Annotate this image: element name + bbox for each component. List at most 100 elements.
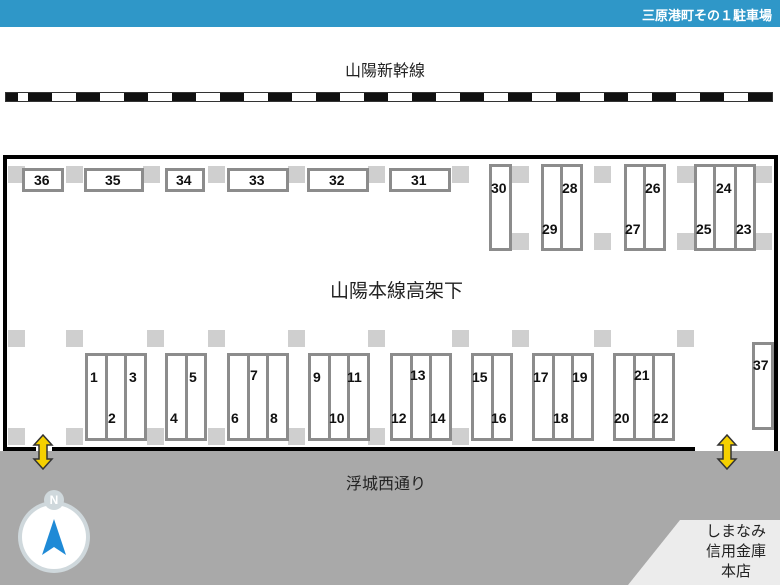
rail-tie bbox=[364, 93, 388, 101]
rail-tie bbox=[556, 93, 580, 101]
space-divider bbox=[713, 164, 716, 251]
space-number: 12 bbox=[391, 410, 407, 426]
space-divider bbox=[571, 353, 574, 441]
pillar-marker bbox=[452, 330, 469, 347]
lot-boundary bbox=[3, 447, 36, 451]
pillar-marker bbox=[512, 233, 529, 250]
space-number: 32 bbox=[329, 172, 345, 188]
parking-space bbox=[489, 164, 512, 251]
pillar-marker bbox=[143, 166, 160, 183]
pillar-marker bbox=[594, 166, 611, 183]
pillar-marker bbox=[594, 330, 611, 347]
shinkansen-label: 山陽新幹線 bbox=[345, 63, 426, 80]
pillar-marker bbox=[452, 166, 469, 183]
space-divider bbox=[105, 353, 108, 441]
space-divider bbox=[124, 353, 127, 441]
pillar-marker bbox=[8, 166, 25, 183]
pillar-marker bbox=[208, 166, 225, 183]
rail-tie bbox=[124, 93, 148, 101]
rail-tie bbox=[76, 93, 100, 101]
space-divider bbox=[328, 353, 331, 441]
space-number: 18 bbox=[553, 410, 569, 426]
pillar-marker bbox=[147, 428, 164, 445]
parking-space bbox=[532, 353, 594, 441]
pillar-marker bbox=[288, 166, 305, 183]
space-number: 11 bbox=[347, 369, 362, 385]
space-number: 20 bbox=[614, 410, 630, 426]
space-divider bbox=[734, 164, 737, 251]
space-number: 10 bbox=[329, 410, 345, 426]
rail-tie bbox=[316, 93, 340, 101]
header-bar: 三原港町その１駐車場 bbox=[0, 0, 780, 27]
parking-space bbox=[752, 342, 774, 430]
space-number: 1 bbox=[90, 369, 98, 385]
entrance-arrow-icon bbox=[716, 434, 738, 470]
street-label: 浮城西通り bbox=[346, 476, 427, 493]
pillar-marker bbox=[288, 330, 305, 347]
entrance-arrow-icon bbox=[32, 434, 54, 470]
parking-lot-outline bbox=[3, 155, 778, 451]
pillar-marker bbox=[208, 330, 225, 347]
pillar-marker bbox=[66, 166, 83, 183]
space-number: 13 bbox=[410, 367, 426, 383]
parking-space bbox=[307, 168, 369, 192]
parking-space bbox=[390, 353, 452, 441]
space-number: 30 bbox=[491, 180, 507, 196]
rail-tie bbox=[172, 93, 196, 101]
rail-tie bbox=[748, 93, 772, 101]
rail-tie bbox=[28, 93, 52, 101]
space-divider bbox=[552, 353, 555, 441]
space-number: 22 bbox=[653, 410, 669, 426]
space-number: 15 bbox=[472, 369, 488, 385]
space-number: 24 bbox=[716, 180, 732, 196]
pillar-marker bbox=[66, 428, 83, 445]
space-divider bbox=[247, 353, 250, 441]
space-number: 4 bbox=[170, 410, 178, 426]
rail-tie bbox=[604, 93, 628, 101]
space-number: 8 bbox=[270, 410, 278, 426]
space-number: 14 bbox=[430, 410, 446, 426]
parking-lot-title: 三原港町その１駐車場 bbox=[641, 8, 772, 23]
pillar-marker bbox=[512, 166, 529, 183]
pillar-marker bbox=[594, 233, 611, 250]
parking-space bbox=[227, 353, 289, 441]
rail-tie bbox=[6, 93, 18, 101]
space-number: 19 bbox=[572, 369, 588, 385]
rail-tie bbox=[268, 93, 292, 101]
parking-space bbox=[84, 168, 144, 192]
space-number: 25 bbox=[696, 221, 712, 237]
space-number: 35 bbox=[105, 172, 121, 188]
pillar-marker bbox=[755, 233, 772, 250]
main-line-label: 山陽本線高架下 bbox=[330, 281, 464, 302]
pillar-marker bbox=[677, 233, 694, 250]
parking-space bbox=[613, 353, 675, 441]
bank-label: しまなみ 信用金庫 本店 bbox=[705, 523, 766, 580]
space-number: 23 bbox=[736, 221, 752, 237]
rail-tie bbox=[700, 93, 724, 101]
space-number: 6 bbox=[231, 410, 239, 426]
pillar-marker bbox=[452, 428, 469, 445]
parking-space bbox=[227, 168, 289, 192]
space-number: 28 bbox=[562, 180, 578, 196]
parking-space bbox=[308, 353, 370, 441]
space-number: 26 bbox=[645, 180, 661, 196]
space-number: 5 bbox=[189, 369, 197, 385]
parking-space bbox=[22, 168, 64, 192]
space-number: 34 bbox=[176, 172, 192, 188]
space-divider bbox=[560, 164, 563, 251]
space-divider bbox=[266, 353, 269, 441]
pillar-marker bbox=[677, 166, 694, 183]
space-number: 9 bbox=[313, 369, 321, 385]
space-divider bbox=[185, 353, 188, 441]
compass bbox=[22, 505, 86, 569]
pillar-marker bbox=[147, 330, 164, 347]
space-number: 29 bbox=[542, 221, 558, 237]
rail-tie bbox=[652, 93, 676, 101]
space-number: 16 bbox=[491, 410, 507, 426]
pillar-marker bbox=[677, 330, 694, 347]
space-divider bbox=[643, 164, 646, 251]
pillar-marker bbox=[368, 166, 385, 183]
space-number: 37 bbox=[753, 357, 769, 373]
shinkansen-track bbox=[5, 92, 773, 102]
space-number: 33 bbox=[249, 172, 265, 188]
